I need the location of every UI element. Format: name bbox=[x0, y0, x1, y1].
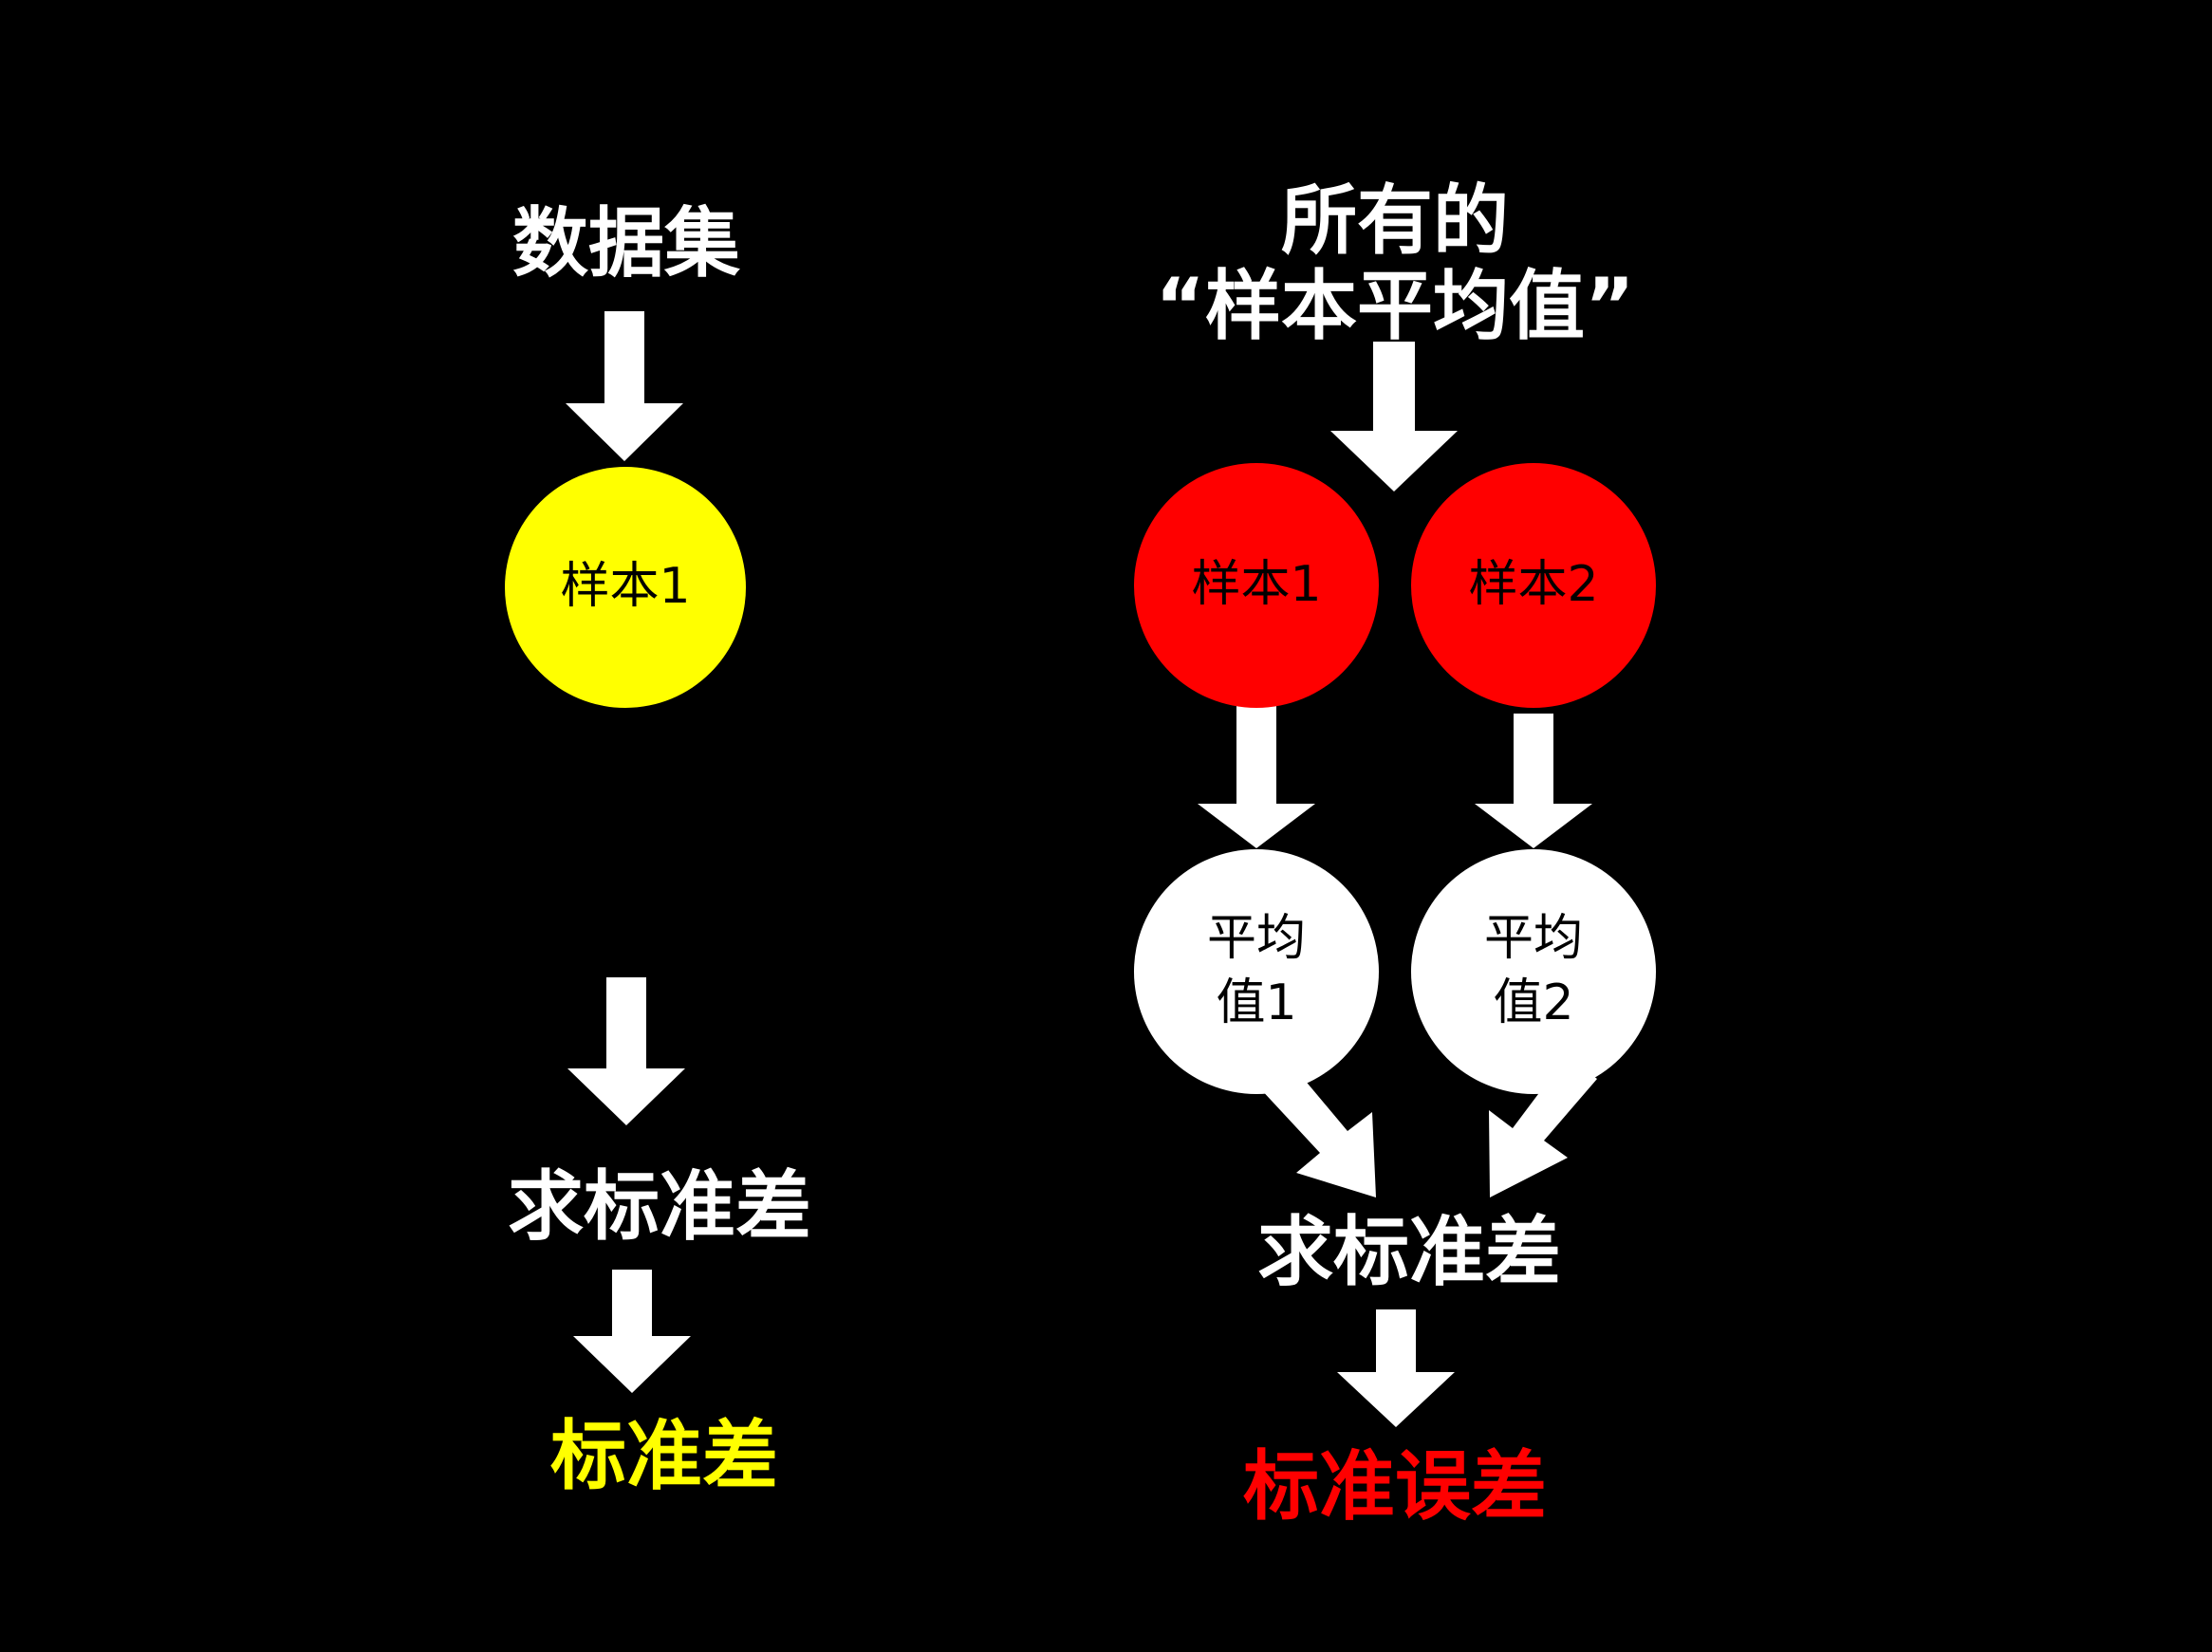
right-sample-node-2: 样本2 bbox=[1411, 463, 1656, 708]
arrow-to-left-operation bbox=[567, 977, 685, 1125]
arrow-sample2-to-mean2 bbox=[1475, 714, 1592, 848]
right-title-line1: 所有的 bbox=[1281, 176, 1509, 265]
right-sample-node-1: 样本1 bbox=[1134, 463, 1379, 708]
arrow-title-to-samples bbox=[1330, 342, 1458, 492]
arrow-right-operation-to-result bbox=[1337, 1309, 1455, 1427]
mean-node-1: 平均 值1 bbox=[1134, 849, 1379, 1094]
left-operation: 求标准差 bbox=[508, 1162, 811, 1251]
right-operation: 求标准差 bbox=[1257, 1208, 1561, 1296]
arrow-sample1-to-mean1 bbox=[1198, 704, 1315, 848]
left-title: 数据集 bbox=[512, 199, 740, 288]
left-sample-node-label: 样本1 bbox=[560, 558, 691, 616]
mean-node-2: 平均 值2 bbox=[1411, 849, 1656, 1094]
left-sample-node: 样本1 bbox=[505, 467, 746, 708]
arrow-mean1-to-operation bbox=[1258, 1061, 1376, 1197]
arrow-mean2-to-operation bbox=[1489, 1056, 1597, 1197]
right-sample-node-1-label: 样本1 bbox=[1191, 556, 1322, 614]
mean-node-1-label: 平均 值1 bbox=[1206, 910, 1306, 1031]
arrow-dataset-to-sample bbox=[566, 311, 683, 461]
mean-node-2-label: 平均 值2 bbox=[1483, 910, 1583, 1031]
right-sample-node-2-label: 样本2 bbox=[1468, 556, 1599, 614]
left-result: 标准差 bbox=[550, 1412, 778, 1500]
right-result: 标准误差 bbox=[1243, 1442, 1547, 1531]
right-title-line2: “样本平均值” bbox=[1155, 262, 1635, 350]
arrow-left-operation-to-result bbox=[573, 1270, 691, 1393]
